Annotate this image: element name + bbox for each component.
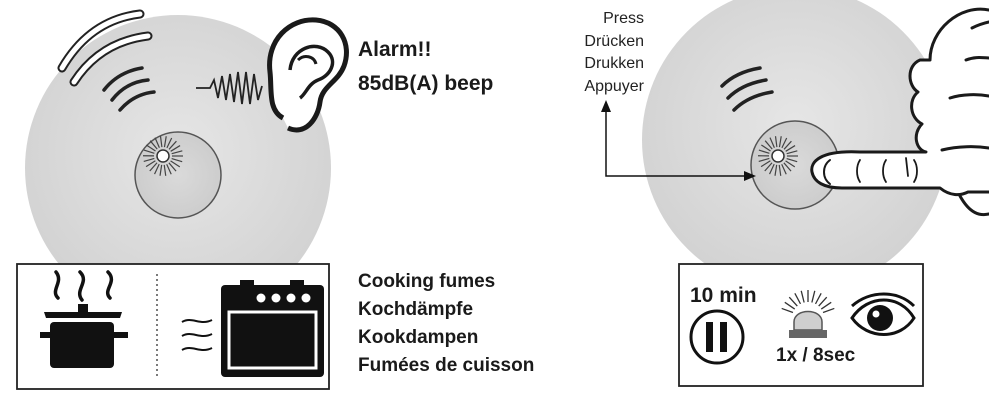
led-ray	[166, 137, 173, 149]
led-ray	[784, 301, 796, 310]
press-line-nl: Drukken	[584, 55, 644, 72]
led-ray	[774, 136, 778, 148]
flash-rate-label: 1x / 8sec	[776, 345, 856, 366]
led-ray	[154, 137, 160, 148]
led-ray	[781, 307, 794, 314]
led-ray	[820, 301, 832, 310]
led-ray	[781, 137, 788, 149]
led-ray	[800, 290, 805, 303]
led-ray	[774, 164, 778, 176]
led-ray	[758, 157, 770, 162]
led-ray	[769, 137, 775, 148]
led-ray	[788, 296, 798, 307]
led-ray	[171, 150, 183, 155]
vent-slots-icon	[720, 66, 774, 112]
oven-icon	[181, 280, 324, 377]
led-ray	[170, 160, 181, 168]
flashing-light-icon	[781, 290, 835, 338]
alarm-line-2: 85dB(A) beep	[358, 72, 494, 95]
fumes-line-fr: Fumées de cuisson	[358, 355, 535, 376]
led-indicator-right-icon	[771, 149, 785, 163]
led-ray	[143, 149, 155, 154]
led-ray	[781, 163, 787, 175]
led-ray	[764, 162, 773, 172]
led-ray	[166, 163, 172, 175]
smoke-detector-left	[25, 15, 331, 321]
led-ray	[154, 163, 160, 175]
led-ray	[163, 136, 167, 148]
led-ray	[143, 157, 155, 162]
led-ray	[168, 162, 177, 172]
led-ray	[764, 140, 773, 150]
fumes-line-nl: Kookdampen	[358, 327, 479, 348]
led-ray	[783, 140, 792, 150]
led-ray	[171, 157, 183, 163]
pause-icon	[689, 309, 745, 365]
press-line-en: Press	[603, 10, 644, 27]
press-line-de: Drücken	[584, 32, 644, 50]
led-ray	[778, 136, 782, 148]
alarm-line-1: Alarm!!	[358, 38, 432, 61]
led-ray	[163, 164, 167, 176]
led-ray	[778, 164, 782, 176]
led-rays-right	[757, 136, 798, 176]
alarm-caption: Alarm!! 85dB(A) beep	[358, 33, 493, 101]
eye-icon	[850, 292, 916, 336]
led-ray	[168, 140, 177, 150]
hand-finger-icon	[810, 7, 989, 217]
led-ray	[149, 140, 158, 150]
led-ray	[769, 163, 775, 175]
led-ray	[758, 149, 770, 154]
led-ray	[786, 157, 798, 163]
led-ray	[818, 296, 828, 307]
press-line-fr: Appuyer	[584, 77, 644, 95]
led-ray	[149, 162, 158, 172]
led-ray	[786, 150, 798, 155]
fumes-line-en: Cooking fumes	[358, 271, 496, 292]
press-caption: Press Drücken Drukken Appuyer	[560, 8, 644, 98]
sound-wave-zigzag-icon	[196, 71, 263, 105]
cooking-pot-icon	[40, 270, 128, 368]
led-indicator-icon	[156, 149, 170, 163]
hush-duration-label: 10 min	[690, 284, 757, 307]
led-ray	[785, 160, 796, 168]
led-ray	[159, 164, 163, 176]
sound-waves-icon	[57, 9, 156, 112]
led-ray	[811, 290, 816, 303]
led-rays-left	[142, 136, 183, 176]
led-ray	[159, 136, 163, 148]
led-ray	[822, 307, 835, 314]
smoke-detector-right	[642, 0, 948, 293]
ear-icon	[267, 17, 349, 133]
led-ray	[794, 292, 802, 305]
led-ray	[761, 144, 771, 152]
fumes-line-de: Kochdämpfe	[358, 299, 474, 320]
cooking-fumes-caption: Cooking fumes Kochdämpfe Kookdampen Fumé…	[358, 268, 534, 380]
led-ray	[783, 162, 792, 172]
led-ray	[814, 292, 822, 305]
led-ray	[785, 145, 796, 152]
led-ray	[170, 145, 181, 152]
led-ray	[760, 160, 771, 168]
led-ray	[145, 160, 156, 168]
arrow-press-pointer	[601, 100, 756, 181]
led-ray	[146, 144, 156, 152]
